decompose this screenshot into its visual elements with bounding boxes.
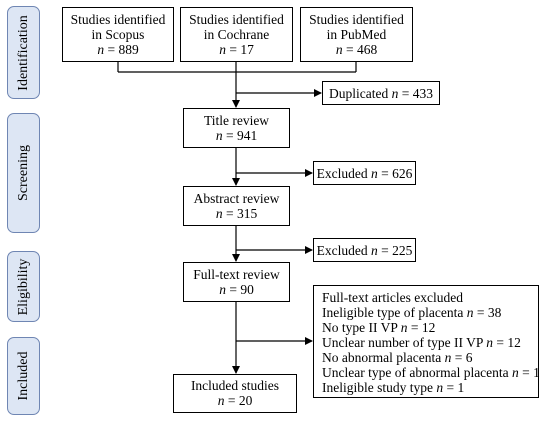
phase-identification: Identification	[7, 6, 40, 99]
source-box-cochrane: Studies identified in Cochrane n = 17	[180, 7, 293, 62]
fulltext-excluded-box: Full-text articles excluded Ineligible t…	[313, 285, 540, 398]
phase-screening: Screening	[7, 113, 40, 233]
duplicated-box: Duplicated n = 433	[322, 81, 440, 105]
abstract-review-box: Abstract review n = 315	[183, 186, 290, 226]
count-pubmed: 468	[356, 42, 378, 57]
count-cochrane: 17	[240, 42, 254, 57]
excluded-reason: Ineligible study type n = 1	[322, 380, 465, 395]
phase-included: Included	[7, 337, 40, 415]
count-scopus: 889	[118, 42, 139, 57]
excluded-reason: Unclear type of abnormal placenta n = 1	[322, 365, 540, 380]
included-studies-box: Included studies n = 20	[173, 374, 297, 413]
excluded-box-title: Excluded n = 626	[313, 161, 416, 185]
excluded-reason: Unclear number of type II VP n = 12	[322, 335, 521, 350]
excluded-box-abstract: Excluded n = 225	[313, 238, 416, 262]
excluded-reason: No abnormal placenta n = 6	[322, 350, 473, 365]
source-box-scopus: Studies identified in Scopus n = 889	[62, 7, 174, 62]
source-box-pubmed: Studies identified in PubMed n = 468	[300, 7, 413, 62]
excluded-reason: Ineligible type of placenta n = 38	[322, 305, 502, 320]
fulltext-excluded-heading: Full-text articles excluded	[322, 290, 463, 305]
fulltext-review-box: Full-text review n = 90	[183, 262, 290, 302]
title-review-box: Title review n = 941	[183, 108, 290, 148]
excluded-reason: No type II VP n = 12	[322, 320, 436, 335]
phase-eligibility: Eligibility	[7, 251, 40, 322]
